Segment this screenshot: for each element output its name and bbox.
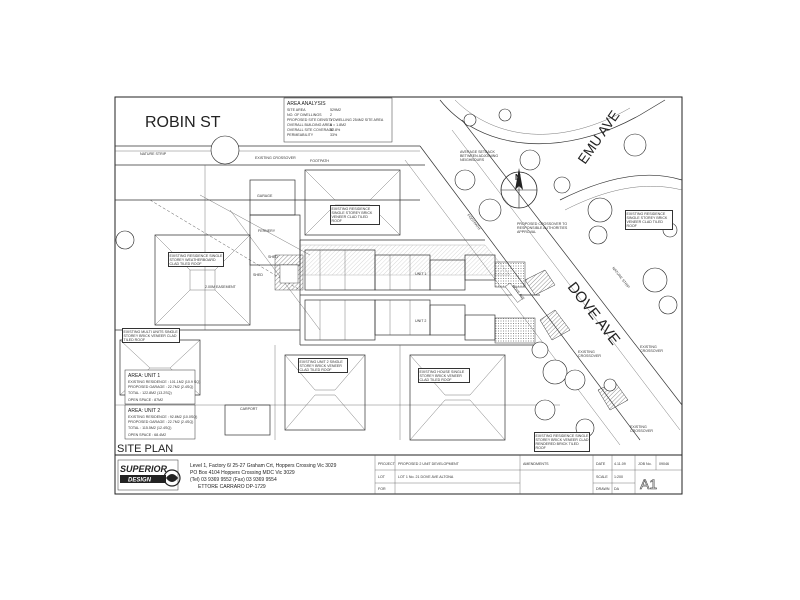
drawing-title: SITE PLAN [117, 443, 173, 455]
tb-date-value: 4.11.09 [614, 462, 626, 466]
area-unit-1-heading: AREA: UNIT 1 [128, 373, 160, 379]
logo-text-bottom: DESIGN [128, 478, 152, 484]
tb-scale-label: SCALE [596, 475, 608, 479]
subject-site [274, 244, 540, 344]
area-analysis-heading: AREA ANALYSIS [287, 101, 326, 107]
area-unit-line: EXISTING RESIDENCE : 101.1M2 (10.9 SQ) [128, 380, 200, 384]
area-unit-line: TOTAL : 122.8M2 (13.2SQ) [128, 391, 172, 395]
label-footpath-2: FOOTPATH [466, 213, 481, 231]
area-unit-line: OPEN SPACE : 68.4M2 [128, 433, 166, 437]
label-existing-crossover-4: EXISTING CROSSOVER [640, 345, 663, 354]
company-address-line2: PO Box 4104 Hoppers Crossing MDC Vic 302… [190, 470, 295, 476]
company-address-line1: Level 1, Factory 6/ 25-27 Graham Crt, Ho… [190, 463, 337, 469]
tb-amendments-label: AMENDMENTS [523, 462, 549, 466]
tb-date-label: DATE [596, 462, 606, 466]
sheet-border [114, 96, 683, 495]
tb-lot-label: LOT [378, 475, 386, 479]
trees [115, 108, 678, 438]
tb-project-value: PROPOSED 2 UNIT DEVELOPMENT [398, 462, 460, 466]
tb-lot-value: LOT 1 No. 21 DOVE AVE ALTONA [398, 475, 454, 479]
area-row-value: 33% [330, 133, 338, 137]
area-row-label: OVERALL BUILDING AREA [287, 123, 333, 127]
house-top [304, 169, 401, 236]
street-dove: DOVE AVE [564, 279, 623, 348]
label-existing-residence-left: EXISTING RESIDENCE SINGLE STOREY WEATHER… [168, 252, 224, 268]
label-existing-residence-top: EXISTING RESIDENCE SINGLE STOREY BRICK V… [330, 205, 380, 225]
area-unit-line: OPEN SPACE : 87M2 [128, 398, 163, 402]
company-designer: ETTORE CARRARO DP-1729 [198, 484, 266, 490]
area-row-label: OVERALL SITE COVERAGE [287, 128, 334, 132]
area-unit-line: PROPOSED GARAGE : 22.7M2 (2.4SQ) [128, 385, 193, 389]
area-unit-line: PROPOSED GARAGE : 22.7M2 (2.4SQ) [128, 420, 193, 424]
label-garage: GARAGE [257, 194, 273, 198]
area-row-value: 529M2 [330, 108, 341, 112]
label-existing-crossover-3: EXISTING CROSSOVER [630, 425, 653, 434]
area-row-value: 52.8% [330, 128, 341, 132]
label-nature-strip-2: NATURE STRIP [611, 266, 631, 289]
unit-2-label: UNIT 2 [415, 319, 426, 323]
tb-job-value: 09046 [659, 462, 669, 466]
street-robin: ROBIN ST [145, 114, 221, 131]
label-existing-crossover: EXISTING CROSSOVER [255, 156, 296, 160]
label-shed: SHED [253, 273, 263, 277]
north-label: N [515, 173, 521, 182]
logo-text-top: SUPERIOR [120, 464, 168, 474]
tb-job-label: JOB No. [638, 462, 652, 466]
label-existing-crossover-2: EXISTING CROSSOVER [578, 350, 601, 359]
label-existing-house-mid: EXISTING HOUSE SINGLE STOREY BRICK VENEE… [418, 368, 470, 384]
house-bottom-2 [409, 354, 506, 441]
tb-drawn-value: DA [614, 487, 620, 491]
label-proposed-crossover: PROPOSED CROSSOVER TO RESPONSIBLE AUTHOR… [517, 222, 568, 235]
label-existing-residence-right: EXISTING RESIDENCE SINGLE STOREY BRICK V… [625, 210, 673, 230]
label-easement: 2.00M EASEMENT [205, 285, 237, 289]
company-phone: (Tel) 03 9369 9552 (Fax) 03 9369 9554 [190, 477, 277, 483]
label-footpath: FOOTPATH [310, 159, 329, 163]
area-row-label: SITE AREA [287, 108, 306, 112]
house-left [154, 234, 251, 326]
label-existing-multi-units: EXISTING MULTI UNITS SINGLE STOREY BRICK… [122, 328, 180, 344]
north-arrow-icon [500, 168, 538, 209]
tb-scale-value: 1:200 [614, 475, 623, 479]
street-emu: EMU AVE [574, 107, 622, 166]
area-unit-line: TOTAL : 115.5M2 (12.4SQ) [128, 426, 171, 430]
label-average-setback: AVERAGE SETBACK BETWEEN ADJOINING NEIGHB… [460, 150, 499, 163]
label-fernery: FERNERY [258, 229, 276, 233]
area-row-label: PERMEABILITY [287, 133, 314, 137]
label-nature-strip: NATURE STRIP [140, 152, 167, 156]
area-unit-line: EXISTING RESIDENCE : 92.8M2 (10.0SQ) [128, 415, 197, 419]
tb-project-label: PROJECT [378, 462, 396, 466]
label-existing-residence-bottom: EXISTING RESIDENCE SINGLE STOREY BRICK V… [534, 432, 590, 452]
label-existing-unit-2: EXISTING UNIT 2 SINGLE STOREY BRICK VENE… [298, 358, 348, 374]
area-row-label: PROPOSED SITE DENSITY [287, 118, 334, 122]
label-shed: SHED [268, 255, 278, 259]
area-row-value: 1 DWELLING 254M2 SITE AREA [330, 118, 384, 122]
tb-for-label: FOR [378, 487, 386, 491]
area-row-value: 2 [330, 113, 332, 117]
tb-drawn-label: DRAWN [596, 487, 610, 491]
area-unit-2-heading: AREA: UNIT 2 [128, 408, 160, 414]
unit-1-label: UNIT 1 [415, 272, 426, 276]
house-bottom-1 [284, 354, 366, 431]
area-row-value: 8 = 1.8M2 [330, 123, 346, 127]
tb-sheet-number: A1 [640, 476, 657, 492]
area-row-label: NO. OF DWELLINGS [287, 113, 322, 117]
label-carport: CARPORT [240, 407, 258, 411]
